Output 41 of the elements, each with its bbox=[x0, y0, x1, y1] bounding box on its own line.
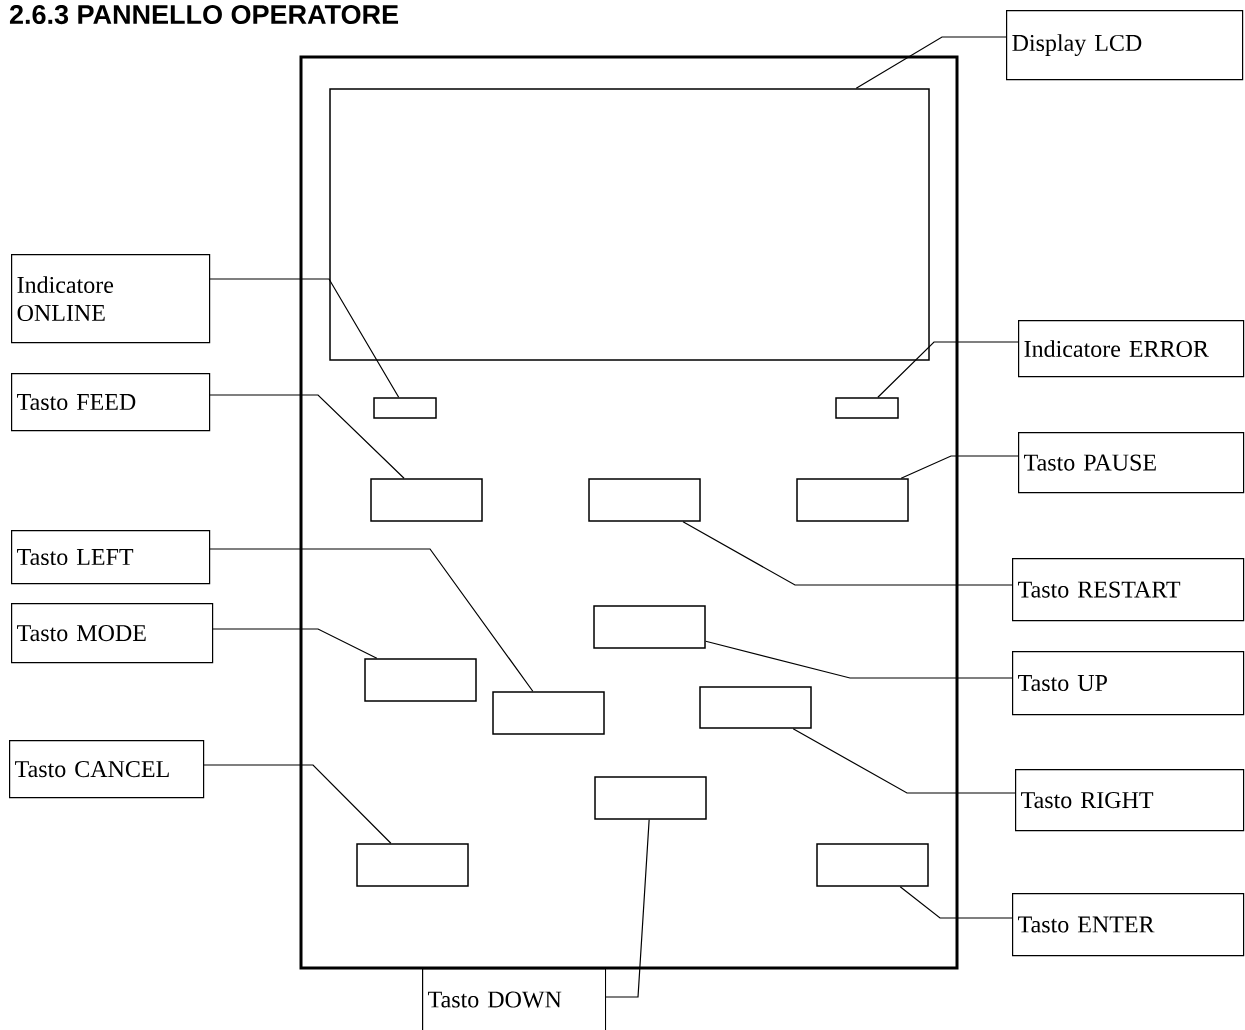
label-box: Display LCD bbox=[1006, 10, 1244, 81]
key bbox=[593, 605, 706, 649]
label-box: Tasto RESTART bbox=[1012, 558, 1245, 622]
key bbox=[588, 478, 701, 522]
heading: 2.6.3 PANNELLO OPERATORE bbox=[9, 5, 399, 25]
indicator-light bbox=[835, 397, 899, 419]
leader-line bbox=[211, 628, 378, 659]
leader-line bbox=[208, 394, 405, 479]
label-box: Indicatore ERROR bbox=[1018, 319, 1245, 378]
leader-line bbox=[792, 728, 1016, 794]
label-box: Tasto UP bbox=[1012, 651, 1245, 716]
label-box: Tasto FEED bbox=[11, 373, 211, 432]
indicator-light bbox=[373, 397, 437, 419]
display-screen bbox=[329, 88, 930, 361]
leader-line bbox=[202, 764, 392, 844]
leader-line bbox=[877, 341, 1019, 398]
key bbox=[370, 478, 483, 522]
key bbox=[816, 843, 929, 887]
label-box: Tasto ENTER bbox=[1012, 893, 1245, 957]
key bbox=[364, 658, 477, 702]
leader-line bbox=[682, 521, 1013, 586]
leader-line bbox=[899, 886, 1013, 919]
leader-line bbox=[604, 819, 650, 998]
key bbox=[594, 776, 707, 820]
label-box: Tasto CANCEL bbox=[9, 740, 205, 799]
label-box: Tasto PAUSE bbox=[1018, 431, 1245, 494]
leader-line bbox=[900, 455, 1019, 479]
label-box: Indicatore ONLINE bbox=[11, 254, 211, 344]
label-box: Tasto LEFT bbox=[11, 530, 211, 585]
key bbox=[699, 686, 812, 729]
leader-line bbox=[208, 548, 534, 692]
key bbox=[796, 478, 909, 522]
key bbox=[356, 843, 469, 887]
panel-frame bbox=[299, 55, 959, 970]
leader-line bbox=[705, 640, 1013, 679]
leader-line bbox=[855, 36, 1007, 89]
leader-line bbox=[208, 278, 400, 398]
label-box: Tasto MODE bbox=[11, 603, 214, 664]
label-box: Tasto DOWN bbox=[422, 968, 607, 1030]
key bbox=[492, 691, 605, 735]
label-box: Tasto RIGHT bbox=[1015, 769, 1245, 832]
